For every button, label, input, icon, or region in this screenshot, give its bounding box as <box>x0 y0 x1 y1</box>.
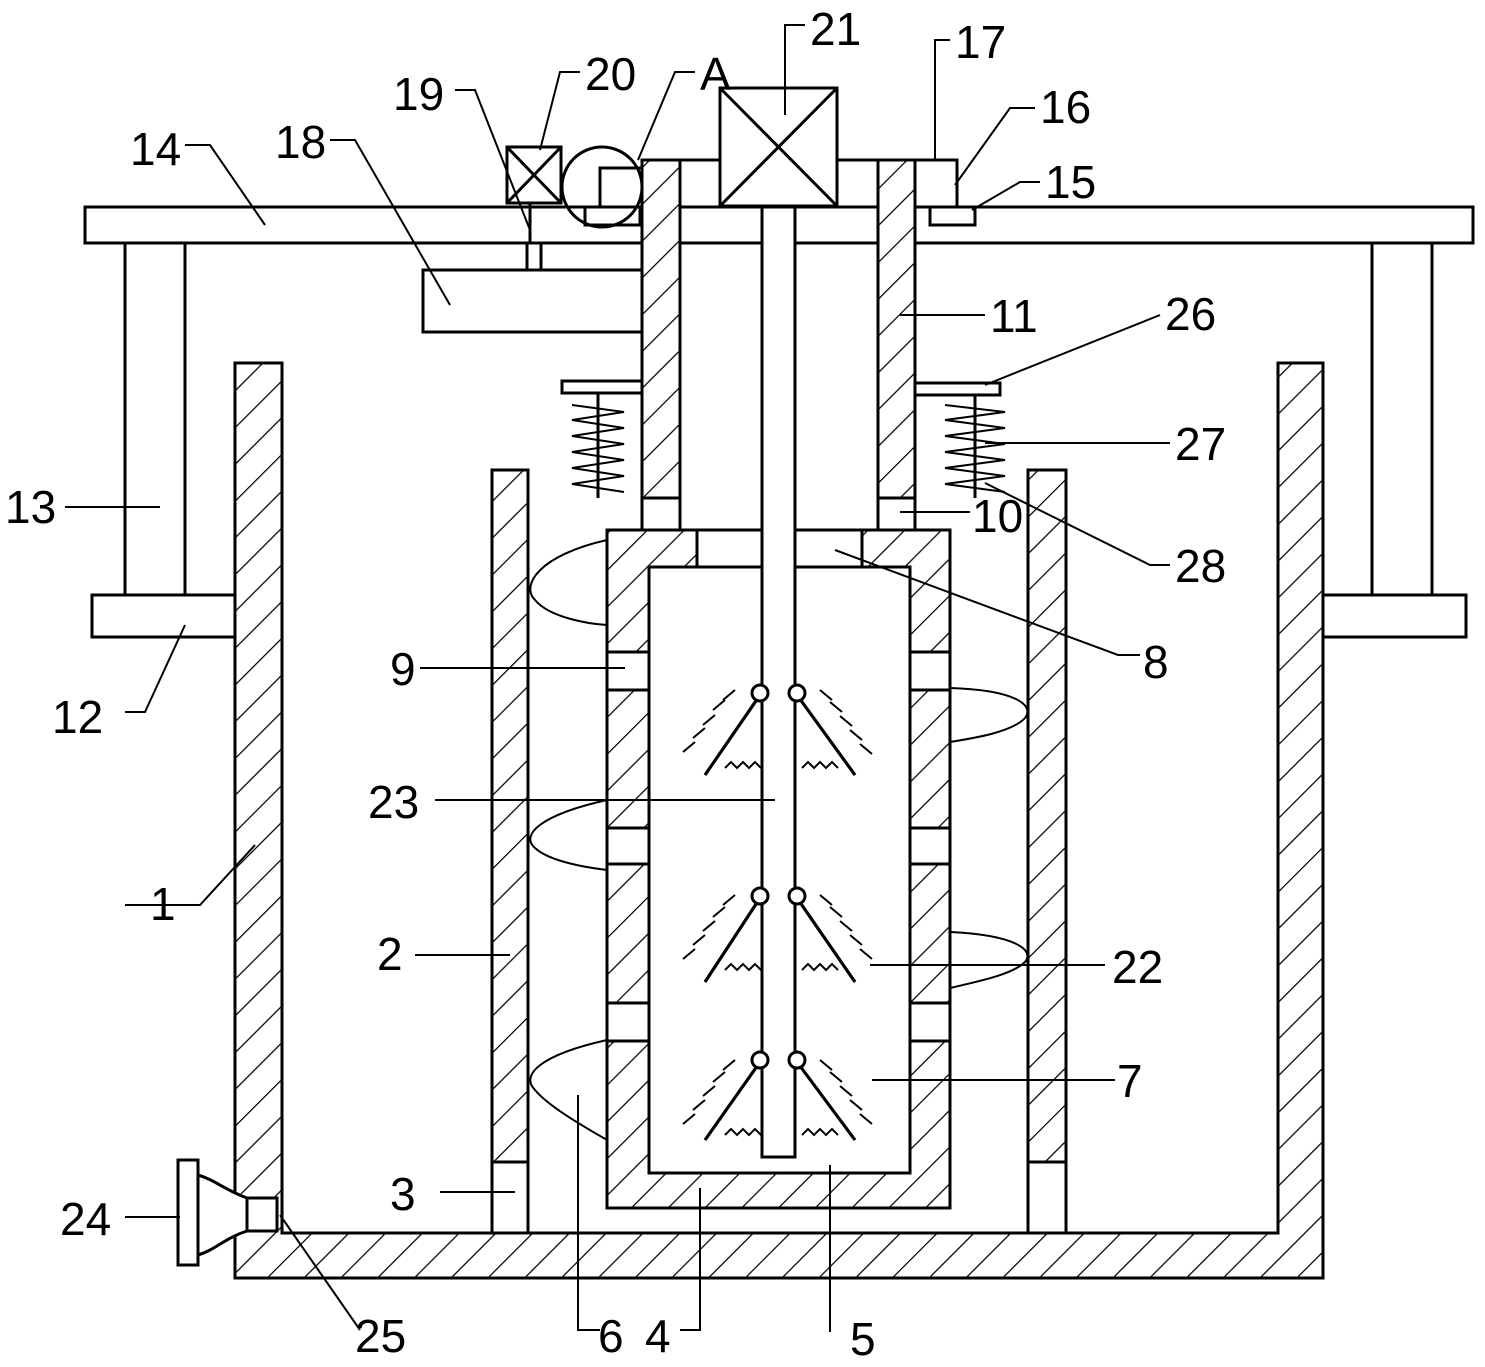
label-5: 5 <box>850 1313 876 1365</box>
right-bracket <box>1321 593 1468 639</box>
label-26: 26 <box>1165 288 1216 340</box>
left-cylinder-wall <box>490 468 530 1164</box>
label-18: 18 <box>275 116 326 168</box>
hollow-shaft <box>640 158 917 532</box>
label-A: A <box>700 48 731 100</box>
spring-assemblies <box>560 379 1006 498</box>
label-4: 4 <box>645 1310 671 1362</box>
helical-blades <box>529 539 1029 1141</box>
arm-pair-1 <box>682 683 873 776</box>
right-collar <box>876 496 917 532</box>
label-1: 1 <box>150 878 176 930</box>
inner-container <box>605 528 952 1210</box>
left-flange <box>560 379 644 395</box>
left-collar <box>640 496 682 532</box>
label-8: 8 <box>1143 636 1169 688</box>
left-shaft-wall <box>640 158 682 500</box>
drain-handwheel <box>176 1158 200 1267</box>
label-12: 12 <box>52 691 103 743</box>
stirring-rod <box>760 205 797 1159</box>
label-13: 13 <box>5 481 56 533</box>
middle-cylinder <box>490 468 1068 1235</box>
right-flange <box>913 381 1002 397</box>
label-9: 9 <box>390 643 416 695</box>
right-shaft-wall <box>876 158 917 500</box>
label-24: 24 <box>60 1193 111 1245</box>
right-cylinder-wall <box>1026 468 1068 1164</box>
drain-valve <box>176 1158 279 1267</box>
label-10: 10 <box>972 490 1023 542</box>
stirring-arms <box>682 683 873 1141</box>
arm-pair-3 <box>682 1050 873 1141</box>
left-bracket <box>90 593 237 639</box>
arm-pair-2 <box>682 886 873 983</box>
label-11: 11 <box>990 290 1038 342</box>
drain-pipe <box>245 1196 279 1233</box>
label-6: 6 <box>598 1310 624 1362</box>
label-27: 27 <box>1175 418 1226 470</box>
left-column <box>123 241 187 597</box>
label-2: 2 <box>377 928 403 980</box>
drive-housing <box>421 241 644 334</box>
label-20: 20 <box>585 48 636 100</box>
label-19: 19 <box>393 68 444 120</box>
label-14: 14 <box>130 123 181 175</box>
label-7: 7 <box>1117 1055 1143 1107</box>
label-3: 3 <box>390 1168 416 1220</box>
label-23: 23 <box>368 776 419 828</box>
label-17: 17 <box>955 16 1006 68</box>
right-foot <box>1026 1160 1068 1235</box>
outer-tank <box>233 361 1325 1280</box>
label-21: 21 <box>810 3 861 55</box>
part-labels: 1 2 3 4 5 6 7 8 9 10 11 12 13 14 15 16 1… <box>5 3 1226 1365</box>
leader-lines <box>65 24 1170 1332</box>
left-foot <box>490 1160 530 1235</box>
detail-A-circle <box>560 145 644 229</box>
label-22: 22 <box>1112 941 1163 993</box>
right-column <box>1370 241 1434 597</box>
label-16: 16 <box>1040 81 1091 133</box>
label-28: 28 <box>1175 540 1226 592</box>
top-fittings <box>505 86 977 243</box>
label-15: 15 <box>1045 156 1096 208</box>
label-25: 25 <box>355 1310 406 1362</box>
